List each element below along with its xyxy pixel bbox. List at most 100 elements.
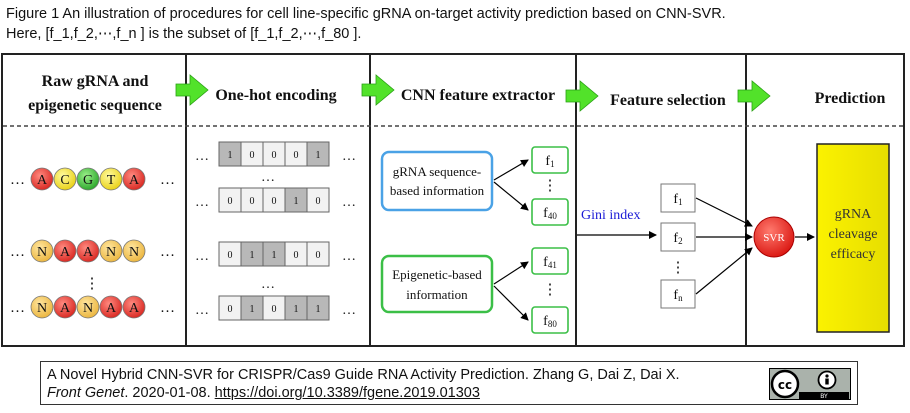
cc-icon <box>770 369 800 399</box>
nucleotide-bead <box>99 295 123 319</box>
nucleotide-bead <box>122 167 146 191</box>
nucleotide-bead <box>30 239 54 263</box>
connector-arrow <box>695 247 753 295</box>
nucleotide-letter: A <box>60 245 71 260</box>
gini-index-label: Gini index <box>581 208 641 223</box>
nucleotide-letter: C <box>60 173 69 188</box>
nucleotide-bead <box>53 295 77 319</box>
onehot-bit: 1 <box>250 250 255 261</box>
output-box <box>816 143 890 333</box>
nucleotide-letter: T <box>107 173 116 188</box>
onehot-bit: 0 <box>228 250 233 261</box>
nucleotide-letter: A <box>60 301 71 316</box>
ellipsis: … <box>160 244 175 260</box>
journal-name: Front Genet <box>47 385 125 401</box>
by-label: BY <box>820 393 828 400</box>
sequence-info-line1: gRNA sequence- <box>393 164 481 179</box>
connector-arrow <box>493 261 529 285</box>
ellipsis: … <box>195 249 209 264</box>
nucleotide-letter: A <box>83 245 94 260</box>
ellipsis: … <box>261 277 275 292</box>
flow-arrow <box>565 80 599 112</box>
vertical-ellipsis: ⋮ <box>543 282 558 298</box>
nucleotide-letter: A <box>37 173 48 188</box>
nucleotide-letter: N <box>129 245 139 260</box>
stage-title-onehot: One-hot encoding <box>215 87 336 104</box>
selected-feature-box-fn <box>660 279 696 309</box>
onehot-bit: 0 <box>272 196 277 207</box>
citation-box: A Novel Hybrid CNN-SVR for CRISPR/Cas9 G… <box>40 361 858 405</box>
feature-label-f41: f41 <box>543 255 557 270</box>
svr-label: SVR <box>763 232 785 244</box>
onehot-bit: 1 <box>294 304 299 315</box>
onehot-bit: 0 <box>316 196 321 207</box>
svr-node <box>753 216 795 258</box>
caption-line-2: Here, [f_1,f_2,⋯,f_n ] is the subset of … <box>6 26 362 42</box>
onehot-bit: 1 <box>294 196 299 207</box>
feature-label-f80: f80 <box>543 314 557 329</box>
stage-title-selection: Feature selection <box>610 92 726 109</box>
stage-title-prediction: Prediction <box>815 90 886 107</box>
sequence-info-box <box>380 150 494 212</box>
feature-box-f41 <box>531 247 569 275</box>
onehot-bit: 1 <box>316 150 321 161</box>
nucleotide-bead <box>53 167 77 191</box>
onehot-bit: 0 <box>272 150 277 161</box>
sequence-info-line2: based information <box>390 183 485 198</box>
output-line2: cleavage <box>829 227 878 242</box>
flow-arrow <box>361 74 395 106</box>
doi-link[interactable]: https://doi.org/10.3389/fgene.2019.01303 <box>214 385 480 401</box>
nucleotide-letter: A <box>129 173 140 188</box>
stage-title-cnn: CNN feature extractor <box>401 87 555 104</box>
citation-text: A Novel Hybrid CNN-SVR for CRISPR/Cas9 G… <box>47 366 680 402</box>
citation-line-2: Front Genet. 2020-01-08. https://doi.org… <box>47 384 680 402</box>
vertical-ellipsis: ⋮ <box>85 276 100 292</box>
nucleotide-bead <box>122 295 146 319</box>
stage-title-raw-line2: epigenetic sequence <box>28 97 162 114</box>
feature-label-f40: f40 <box>543 206 557 221</box>
onehot-cell <box>306 141 330 167</box>
nucleotide-bead <box>76 167 100 191</box>
connector-arrow <box>695 197 753 227</box>
ellipsis: … <box>342 195 356 210</box>
ellipsis: … <box>160 172 175 188</box>
onehot-bit: 1 <box>250 304 255 315</box>
sequence-row-3: N A N A A <box>30 295 146 319</box>
caption-line-1: Figure 1 An illustration of procedures f… <box>6 6 726 22</box>
selected-feature-box-f2 <box>660 222 696 252</box>
epigenetic-info-line2: information <box>406 287 468 302</box>
nucleotide-letter: N <box>106 245 116 260</box>
ellipsis: … <box>10 172 25 188</box>
nucleotide-letter: N <box>37 301 47 316</box>
onehot-bit: 1 <box>316 304 321 315</box>
nucleotide-bead <box>76 295 100 319</box>
onehot-bit: 0 <box>294 250 299 261</box>
nucleotide-bead <box>99 167 123 191</box>
sequence-row-2: N A A N N <box>30 239 146 263</box>
output-line1: gRNA <box>835 207 872 222</box>
connector-arrow <box>493 159 529 181</box>
ellipsis: … <box>195 195 209 210</box>
cc-by-license-badge[interactable]: cc BY <box>769 368 851 400</box>
onehot-bit: 0 <box>294 150 299 161</box>
ellipsis: … <box>342 303 356 318</box>
epigenetic-info-box <box>380 254 494 314</box>
onehot-bit: 0 <box>250 196 255 207</box>
nucleotide-bead <box>76 239 100 263</box>
flow-arrow <box>737 80 771 112</box>
citation-date: . 2020-01-08. <box>124 385 215 401</box>
feature-box-f1 <box>531 146 569 174</box>
ellipsis: … <box>10 244 25 260</box>
onehot-bit: 0 <box>272 304 277 315</box>
feature-box-f40 <box>531 198 569 226</box>
nucleotide-bead <box>53 239 77 263</box>
svg-text:cc: cc <box>778 378 792 392</box>
selected-feature-f2: f2 <box>673 231 682 246</box>
onehot-bit: 1 <box>272 250 277 261</box>
nucleotide-letter: N <box>83 301 93 316</box>
ellipsis: … <box>195 149 209 164</box>
